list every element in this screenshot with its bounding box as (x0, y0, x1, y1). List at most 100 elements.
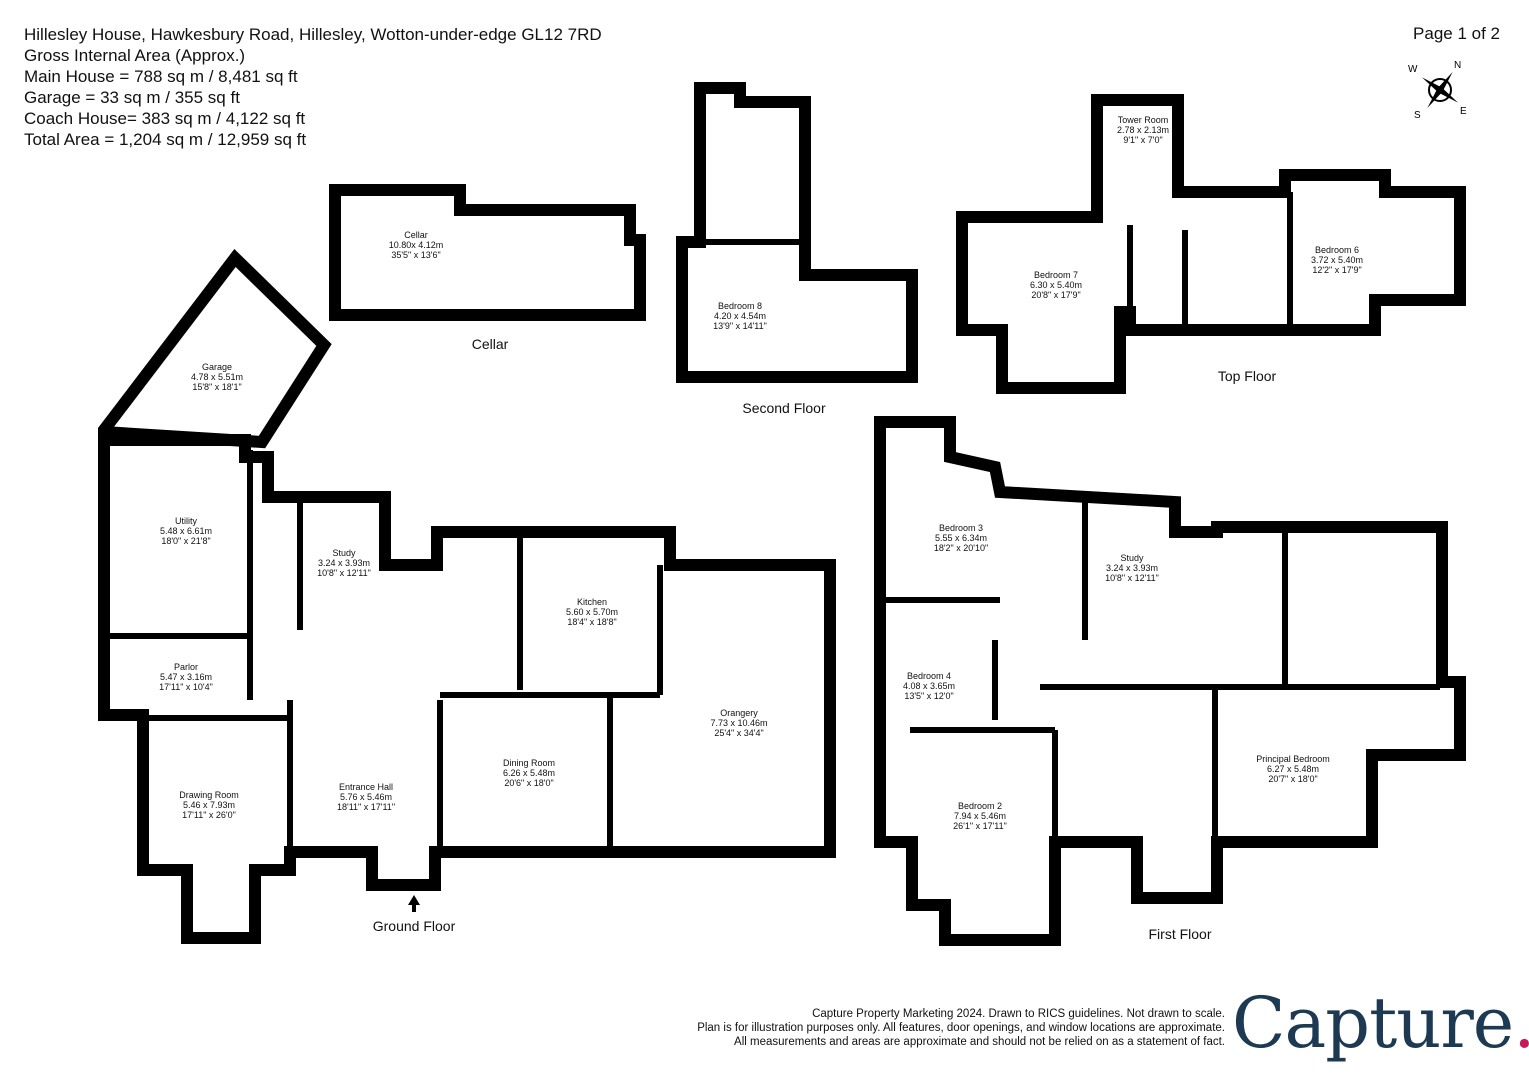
room-name: Garage (201, 362, 233, 372)
compass-n: N (1454, 60, 1461, 71)
room-name: Bedroom 6 (1314, 245, 1360, 255)
room-metric: 7.94 x 5.46m (953, 811, 1007, 821)
room-imperial: 17'11" x 10'4" (159, 682, 213, 692)
room-metric: 4.20 x 4.54m (713, 311, 767, 321)
room-imperial: 18'11" x 17'11" (336, 802, 396, 812)
compass-e: E (1460, 106, 1467, 117)
room-metric: 7.73 x 10.46m (710, 718, 768, 728)
room-imperial: 18'4" x 18'8" (567, 617, 617, 627)
ground-floor-walls (98, 434, 836, 944)
room-name: Bedroom 4 (906, 671, 952, 681)
address: Hillesley House, Hawkesbury Road, Hilles… (24, 25, 602, 44)
room-name: Bedroom 2 (957, 801, 1003, 811)
room-metric: 3.24 x 3.93m (1105, 563, 1159, 573)
room-name: Bedroom 7 (1033, 270, 1079, 280)
first-floor-walls (874, 416, 1466, 946)
room-imperial: 25'4" x 34'4" (714, 728, 764, 738)
disclaimer-line: Plan is for illustration purposes only. … (697, 1022, 1225, 1034)
gia-label: Gross Internal Area (Approx.) (24, 46, 246, 65)
room-name: Kitchen (576, 597, 608, 607)
room-imperial: 18'0" x 21'8" (161, 536, 211, 546)
room-name: Dining Room (502, 758, 556, 768)
logo-text: Capture (1232, 982, 1514, 1064)
room-name: Utility (175, 516, 197, 526)
logo-dot: . (1513, 982, 1529, 1064)
disclaimer-line: All measurements and areas are approxima… (734, 1036, 1225, 1048)
room-imperial: 26'1" x 17'11" (953, 821, 1007, 831)
room-metric: 2.78 x 2.13m (1116, 125, 1170, 135)
room-imperial: 15'8" x 18'1" (192, 382, 242, 392)
room-name: Principal Bedroom (1256, 754, 1330, 764)
room-name: Parlor (173, 662, 199, 672)
disclaimer: Capture Property Marketing 2024. Drawn t… (697, 1007, 1225, 1049)
room-name: Drawing Room (179, 790, 239, 800)
room-name: Orangery (720, 708, 758, 718)
coach-house-area: Coach House= 383 sq m / 4,122 sq ft (24, 109, 306, 128)
room-metric: 5.46 x 7.93m (182, 800, 236, 810)
room-metric: 5.47 x 3.16m (159, 672, 213, 682)
room-metric: 6.30 x 5.40m (1029, 280, 1083, 290)
room-name: Study (332, 548, 356, 558)
room-imperial: 20'7" x 18'0" (1268, 774, 1318, 784)
room-imperial: 20'8" x 17'9" (1031, 290, 1081, 300)
room-imperial: 17'11" x 26'0" (182, 810, 236, 820)
room-metric: 3.24 x 3.93m (317, 558, 371, 568)
room-imperial: 10'8" x 12'11" (1105, 573, 1159, 583)
entrance-arrow-icon (408, 895, 420, 912)
room-imperial: 10'8" x 12'11" (317, 568, 371, 578)
main-house-area: Main House = 788 sq m / 8,481 sq ft (24, 67, 298, 86)
room-metric: 4.08 x 3.65m (902, 681, 956, 691)
capture-logo: Capture. (1232, 982, 1529, 1064)
room-imperial: 35'5" x 13'6" (391, 250, 441, 260)
floor-label-second: Second Floor (742, 400, 826, 416)
floor-label-cellar: Cellar (471, 336, 509, 352)
interior-walls (104, 192, 1440, 852)
room-imperial: 9'1" x 7'0" (1123, 135, 1163, 145)
room-name: Bedroom 3 (938, 523, 984, 533)
room-imperial: 13'9" x 14'11" (713, 321, 767, 331)
room-metric: 5.48 x 6.61m (159, 526, 213, 536)
room-metric: 5.76 x 5.46m (339, 792, 393, 802)
room-imperial: 13'5" x 12'0" (904, 691, 954, 701)
floor-label-ground: Ground Floor (372, 918, 456, 934)
room-name: Entrance Hall (338, 782, 394, 792)
compass-icon: N E S W (1408, 60, 1467, 121)
compass-s: S (1414, 110, 1421, 121)
room-metric: 5.60 x 5.70m (565, 607, 619, 617)
top-floor-walls (956, 94, 1466, 394)
room-imperial: 20'6" x 18'0" (504, 778, 554, 788)
room-imperial: 12'2" x 17'9" (1312, 265, 1362, 275)
disclaimer-line: Capture Property Marketing 2024. Drawn t… (812, 1008, 1225, 1020)
floor-label-top: Top Floor (1217, 368, 1277, 384)
room-metric: 5.55 x 6.34m (934, 533, 988, 543)
room-name: Study (1120, 553, 1144, 563)
room-metric: 6.26 x 5.48m (502, 768, 556, 778)
room-name: Cellar (404, 230, 428, 240)
room-metric: 6.27 x 5.48m (1266, 764, 1320, 774)
cellar-walls (329, 184, 646, 321)
page-number: Page 1 of 2 (1413, 24, 1500, 43)
plan-header: Hillesley House, Hawkesbury Road, Hilles… (24, 24, 602, 150)
garage-walls (98, 248, 332, 449)
garage-area: Garage = 33 sq m / 355 sq ft (24, 88, 240, 107)
compass-w: W (1408, 64, 1418, 75)
room-name: Tower Room (1117, 115, 1169, 125)
